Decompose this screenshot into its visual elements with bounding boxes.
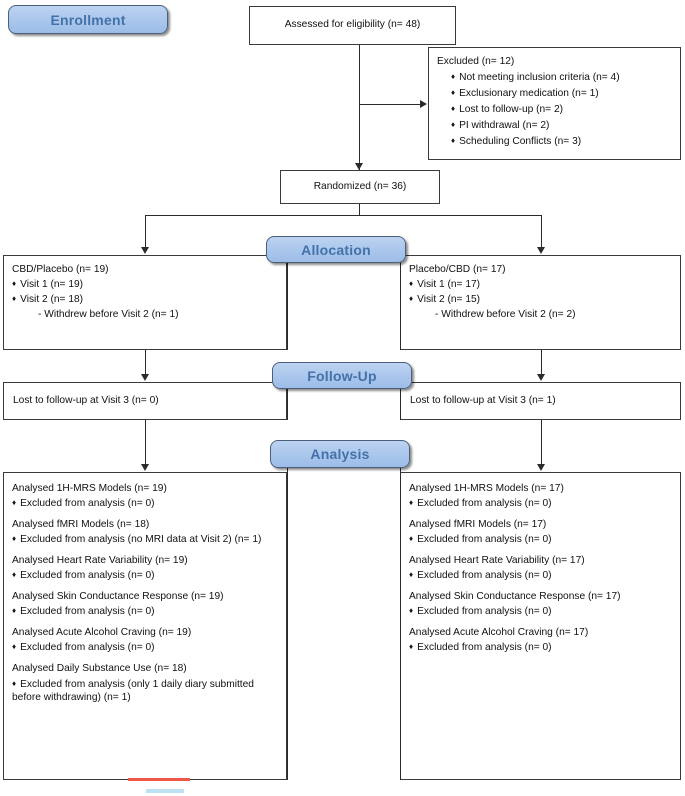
allocation-left-visit-2: Visit 2 (n= 18) [12, 293, 278, 306]
analysis-left-lead: Analysed Acute Alcohol Craving (n= 19) [12, 627, 192, 639]
assessed-label: Assessed for eligibility (n= 48) [284, 19, 421, 31]
connector-allocation-banner-left-stem [287, 263, 288, 350]
analysis-left-lead: Analysed fMRI Models (n= 18) [12, 519, 150, 531]
analysis-right-excluded: Excluded from analysis (n= 0) [409, 569, 672, 582]
banner-followup-label: Follow-Up [307, 367, 377, 384]
analysis-right-group: Analysed Heart Rate Variability (n= 17) … [409, 554, 672, 582]
analysis-right-lead: Analysed 1H-MRS Models (n= 17) [409, 483, 564, 494]
connector-alloc-left-to-followup [145, 350, 146, 375]
arrow-followup-left-to-analysis [140, 464, 149, 471]
box-followup-left: Lost to follow-up at Visit 3 (n= 0) [3, 382, 287, 420]
analysis-left-lead: Analysed Daily Substance Use (n= 18) [12, 663, 187, 675]
connector-followup-banner-left-stem [287, 389, 288, 420]
arrow-followup-right-to-analysis [536, 464, 545, 471]
banner-analysis-label: Analysis [310, 446, 370, 462]
banner-analysis: Analysis [270, 440, 410, 468]
analysis-left-excluded: Excluded from analysis (n= 0) [12, 641, 278, 654]
analysis-right-group: Analysed 1H-MRS Models (n= 17) Excluded … [409, 482, 672, 510]
excluded-reason-list: Not meeting inclusion criteria (n= 4) Ex… [437, 71, 672, 148]
arrow-assessed-to-randomized [354, 163, 363, 170]
connector-analysis-banner-right-stem [400, 468, 401, 780]
arrow-to-allocation-left [140, 247, 149, 254]
analysis-right-lead: Analysed Acute Alcohol Craving (n= 17) [409, 627, 589, 639]
arrow-to-allocation-right [536, 247, 545, 254]
analysis-left-excluded: Excluded from analysis (no MRI data at V… [12, 533, 278, 546]
connector-followup-banner-right-stem [400, 389, 401, 420]
analysis-left-excluded: Excluded from analysis (n= 0) [12, 569, 278, 582]
connector-allocation-banner-right-stem [400, 263, 401, 350]
allocation-right-visit-2: Visit 2 (n= 15) [409, 293, 672, 306]
analysis-left-excluded: Excluded from analysis (n= 0) [12, 605, 278, 618]
allocation-left-lead: CBD/Placebo (n= 19) [12, 264, 109, 275]
connector-randomized-stem [359, 204, 360, 215]
allocation-right-visit-1: Visit 1 (n= 17) [409, 278, 672, 291]
analysis-left-excluded: Excluded from analysis (n= 0) [12, 497, 278, 510]
box-assessed-for-eligibility: Assessed for eligibility (n= 48) [249, 6, 456, 45]
arrow-alloc-left-to-followup [140, 374, 149, 381]
arrow-to-excluded [420, 99, 427, 108]
excluded-lead: Excluded (n= 12) [437, 56, 515, 67]
analysis-left-group: Analysed fMRI Models (n= 18) Excluded fr… [12, 518, 278, 546]
box-followup-right: Lost to follow-up at Visit 3 (n= 1) [400, 382, 681, 420]
followup-right-label: Lost to follow-up at Visit 3 (n= 1) [410, 394, 556, 406]
banner-enrollment-label: Enrollment [50, 11, 126, 28]
connector-followup-right-to-analysis [541, 420, 542, 465]
banner-enrollment: Enrollment [8, 5, 168, 34]
connector-to-excluded [359, 104, 422, 105]
box-allocation-left: CBD/Placebo (n= 19) Visit 1 (n= 19) Visi… [3, 255, 287, 350]
connector-randomized-split [145, 215, 541, 216]
analysis-left-group: Analysed Skin Conductance Response (n= 1… [12, 590, 278, 618]
excluded-reason-item: PI withdrawal (n= 2) [451, 119, 672, 132]
analysis-right-excluded: Excluded from analysis (n= 0) [409, 533, 672, 546]
analysis-left-group: Analysed Heart Rate Variability (n= 19) … [12, 554, 278, 582]
box-analysis-left: Analysed 1H-MRS Models (n= 19) Excluded … [3, 472, 287, 780]
connector-randomized-right-drop [541, 215, 542, 248]
analysis-left-lead: Analysed 1H-MRS Models (n= 19) [12, 483, 167, 494]
banner-allocation-label: Allocation [301, 241, 371, 258]
box-excluded: Excluded (n= 12) Not meeting inclusion c… [428, 47, 681, 160]
excluded-reason-item: Scheduling Conflicts (n= 3) [451, 135, 672, 148]
allocation-left-visit-1: Visit 1 (n= 19) [12, 278, 278, 291]
analysis-left-lead: Analysed Skin Conductance Response (n= 1… [12, 591, 224, 603]
analysis-left-group: Analysed Daily Substance Use (n= 18) Exc… [12, 662, 278, 703]
banner-allocation: Allocation [266, 236, 406, 263]
analysis-right-excluded: Excluded from analysis (n= 0) [409, 605, 672, 618]
bottom-accent-blue-segment [146, 789, 184, 793]
box-allocation-right: Placebo/CBD (n= 17) Visit 1 (n= 17) Visi… [400, 255, 681, 350]
analysis-right-excluded: Excluded from analysis (n= 0) [409, 497, 672, 510]
randomized-label: Randomized (n= 36) [313, 180, 407, 192]
analysis-right-group: Analysed Acute Alcohol Craving (n= 17) E… [409, 626, 672, 654]
analysis-right-group: Analysed Skin Conductance Response (n= 1… [409, 590, 672, 618]
analysis-right-lead: Analysed Skin Conductance Response (n= 1… [409, 591, 621, 603]
connector-randomized-left-drop [145, 215, 146, 248]
connector-alloc-right-to-followup [541, 350, 542, 375]
box-analysis-right: Analysed 1H-MRS Models (n= 17) Excluded … [400, 472, 681, 780]
bottom-accent-red-segment [128, 778, 190, 781]
analysis-right-lead: Analysed Heart Rate Variability (n= 17) [409, 555, 585, 567]
allocation-right-lead: Placebo/CBD (n= 17) [409, 264, 506, 275]
excluded-reason-item: Lost to follow-up (n= 2) [451, 103, 672, 116]
box-randomized: Randomized (n= 36) [280, 170, 440, 204]
connector-analysis-banner-left-stem [287, 468, 288, 780]
analysis-left-group: Analysed Acute Alcohol Craving (n= 19) E… [12, 626, 278, 654]
analysis-right-group: Analysed fMRI Models (n= 17) Excluded fr… [409, 518, 672, 546]
allocation-right-withdrew: - Withdrew before Visit 2 (n= 2) [435, 309, 576, 321]
connector-followup-left-to-analysis [145, 420, 146, 465]
analysis-right-excluded: Excluded from analysis (n= 0) [409, 641, 672, 654]
banner-followup: Follow-Up [272, 362, 412, 389]
excluded-reason-item: Exclusionary medication (n= 1) [451, 87, 672, 100]
analysis-right-lead: Analysed fMRI Models (n= 17) [409, 519, 547, 531]
analysis-left-excluded: Excluded from analysis (only 1 daily dia… [12, 678, 278, 704]
analysis-left-group: Analysed 1H-MRS Models (n= 19) Excluded … [12, 482, 278, 510]
arrow-alloc-right-to-followup [536, 374, 545, 381]
analysis-left-lead: Analysed Heart Rate Variability (n= 19) [12, 555, 188, 567]
excluded-reason-item: Not meeting inclusion criteria (n= 4) [451, 71, 672, 84]
allocation-left-withdrew: - Withdrew before Visit 2 (n= 1) [38, 309, 179, 321]
connector-assessed-to-randomized [359, 45, 360, 170]
followup-left-label: Lost to follow-up at Visit 3 (n= 0) [13, 394, 159, 406]
